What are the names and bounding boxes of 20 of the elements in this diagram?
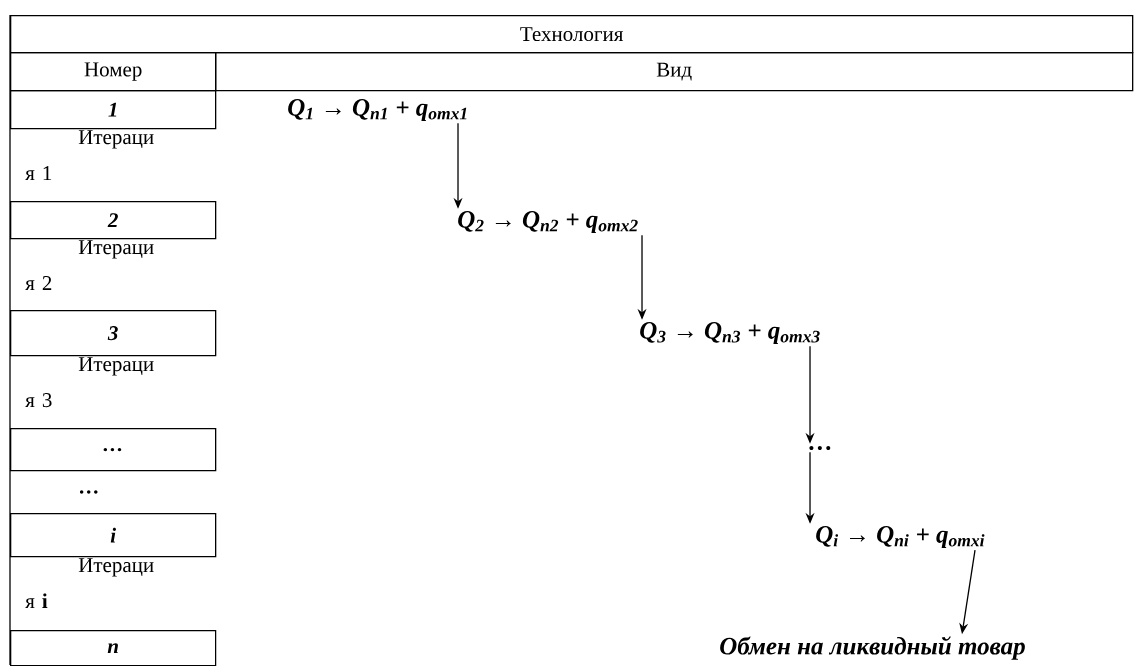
table-cell: Вид xyxy=(215,52,1134,92)
table-cell: Номер xyxy=(10,52,217,92)
formula-text: Q$_{1}$ → Q$_{п1}$ + q$_{отх1}$ xyxy=(288,99,467,121)
row-label: Итераци я 1 xyxy=(25,130,154,180)
table-cell: Технология xyxy=(10,15,1134,54)
table-cell: 2 xyxy=(10,201,217,240)
row-label: Итераци я 3 xyxy=(25,357,154,408)
table-cell: i xyxy=(10,513,217,558)
table-cell: 1 xyxy=(10,90,217,130)
formula-text: Обмен на ликвидный товар xyxy=(720,636,1025,660)
table-cell: 3 xyxy=(10,310,217,357)
row-label: … xyxy=(79,490,98,494)
row-label: Итераци я i xyxy=(25,558,154,608)
table-cell: n xyxy=(10,630,217,666)
formula-text: Q$_{2}$ → Q$_{п2}$ + q$_{отх2}$ xyxy=(458,211,638,233)
formula-text: Q$_{i}$ → Q$_{пi}$ + q$_{отхi}$ xyxy=(816,526,985,548)
table-cell: … xyxy=(10,428,217,472)
formula-text: … xyxy=(809,446,831,451)
row-label: Итераци я 2 xyxy=(25,240,154,290)
formula-text: Q$_{3}$ → Q$_{п3}$ + q$_{отх3}$ xyxy=(640,322,820,344)
